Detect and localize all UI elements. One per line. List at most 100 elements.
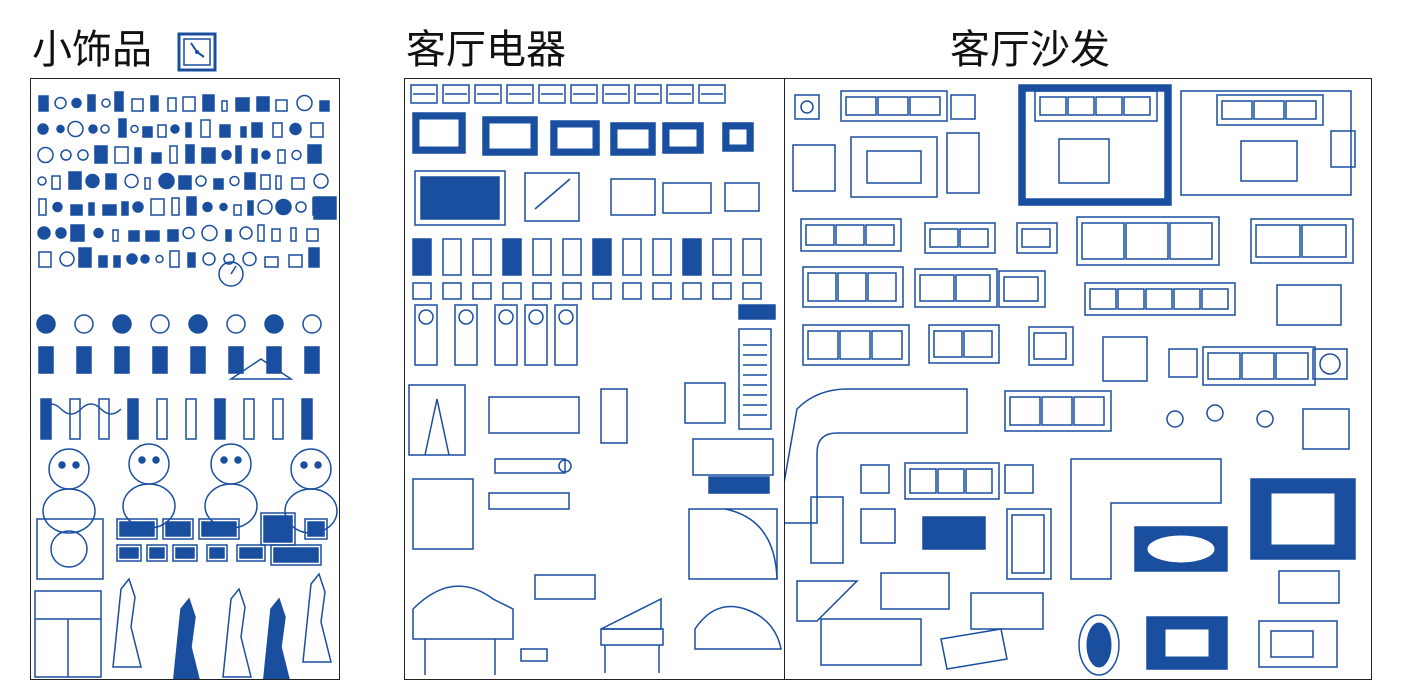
tv-icon (610, 178, 656, 216)
vase-icon (275, 99, 288, 112)
sofa-cushion (1041, 396, 1073, 426)
water-bottle (458, 309, 474, 325)
sculpture-icon (76, 346, 92, 374)
sofa-icon (940, 628, 1008, 670)
keyboard-icon (534, 574, 596, 600)
sofa-icon (1034, 90, 1158, 122)
lamp-table-icon (950, 94, 976, 120)
vase-icon (225, 229, 232, 242)
sofa-icon (840, 90, 948, 122)
sofa-cushion (877, 96, 909, 116)
sofa-cushion (1033, 332, 1067, 360)
vase-icon (221, 100, 228, 112)
bench-icon (488, 492, 570, 510)
coffee-table-top (866, 150, 922, 184)
vase-icon (260, 174, 271, 190)
tv-screen (417, 117, 461, 149)
sofa-cushion (963, 330, 993, 358)
picture-frame-inner (263, 515, 293, 543)
cartoon-bear-icon (48, 448, 90, 490)
figurine-icon (132, 201, 144, 213)
sofa-cushion (1081, 222, 1125, 260)
sculpture-icon (266, 346, 282, 374)
rug-icon (1146, 616, 1228, 670)
sofa-cushion (1095, 96, 1123, 116)
cartoon-hippo-icon (210, 443, 252, 485)
statue-icon (156, 398, 168, 440)
vase-icon (38, 198, 47, 216)
grand-piano-icon (688, 508, 778, 580)
vase-icon (68, 171, 82, 190)
upright-piano-body (600, 628, 664, 646)
coffee-table-icon (1146, 534, 1216, 564)
vase-icon (275, 175, 282, 190)
vase-icon (102, 204, 117, 216)
vase-icon (201, 147, 216, 164)
vase-icon (251, 122, 263, 138)
sofas-panel (784, 78, 1372, 680)
vase-icon (94, 145, 108, 164)
vase-icon (310, 122, 324, 138)
corner-sofa-icon (785, 388, 968, 524)
lamp-table-icon (1312, 348, 1348, 380)
figurine-icon (130, 124, 139, 134)
sofa-cushion (1011, 514, 1045, 574)
figurine-icon (56, 124, 65, 134)
sofa-icon (1250, 218, 1354, 264)
figurine-icon (202, 201, 213, 213)
figurine-icon (140, 254, 150, 264)
frame-bar (436, 398, 450, 456)
speaker-icon (502, 238, 522, 276)
figurine-icon (37, 226, 51, 240)
tree-sculpture-icon (263, 597, 290, 679)
piano-lid (724, 508, 778, 580)
dvd-player-icon (506, 84, 534, 104)
vase-icon (167, 97, 177, 112)
vase-icon (244, 172, 256, 190)
sofa-cushion (1253, 100, 1285, 120)
statue-icon (185, 398, 197, 440)
figurine-icon (202, 252, 216, 266)
tv-screen-inner (556, 126, 594, 150)
figurine-icon (71, 97, 82, 109)
sofa-icon (1202, 346, 1316, 386)
keyboard-icon (692, 438, 774, 476)
exercise-machine-icon (408, 384, 466, 456)
vase-icon (118, 118, 127, 138)
sofa-icon (1216, 94, 1324, 126)
air-conditioner-icon (738, 328, 772, 430)
eye (300, 461, 308, 469)
figurine-icon (101, 98, 111, 108)
armchair-icon (1258, 620, 1338, 668)
coffee-table-icon (922, 516, 986, 550)
vase-icon (319, 100, 330, 112)
dining-table-icon (1270, 492, 1336, 546)
sofa-cushion (965, 468, 993, 494)
water-dispenser-icon (454, 304, 478, 366)
vase-icon (145, 230, 160, 242)
cartoon-lion-icon (128, 443, 170, 485)
appliances-panel (404, 78, 786, 680)
vase-icon (131, 98, 144, 112)
eye (138, 456, 146, 464)
picture-frame-icon (36, 518, 104, 580)
vase-icon (51, 175, 61, 190)
picture-frame-icon (198, 518, 240, 540)
armchair-icon (1016, 222, 1058, 254)
picture-frame-inner (119, 547, 139, 559)
picture-frame-inner (119, 521, 155, 537)
eye (314, 461, 322, 469)
figurine-icon (219, 202, 228, 212)
water-dispenser-icon (414, 304, 438, 366)
sofa-icon (914, 268, 998, 308)
clock-icon (218, 261, 244, 287)
speaker-icon (622, 238, 642, 276)
vase-icon (271, 228, 281, 242)
figurine-icon (188, 314, 208, 334)
sofa-cushion (1169, 222, 1213, 260)
sofa-icon (1006, 508, 1052, 580)
picture-frame-icon (206, 544, 228, 562)
sofa-cushion (933, 330, 963, 358)
coffee-table-icon (1058, 138, 1110, 184)
vase-icon (219, 124, 231, 138)
